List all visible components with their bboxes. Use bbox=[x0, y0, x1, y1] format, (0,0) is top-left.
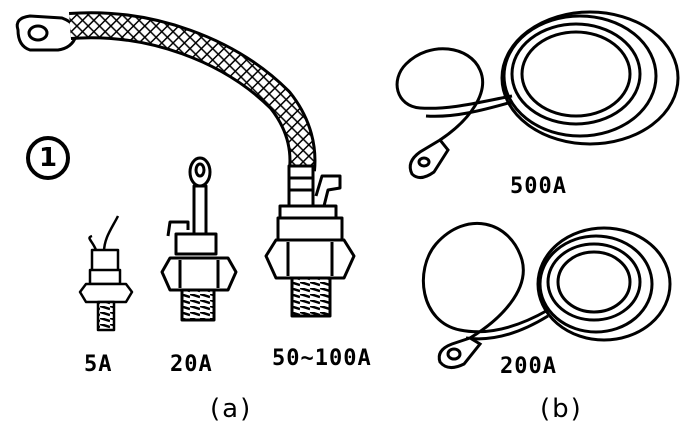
device-500a bbox=[395, 10, 680, 179]
label-5a: 5A bbox=[84, 352, 113, 377]
device-50-100a bbox=[15, 11, 356, 318]
device-5a bbox=[78, 215, 134, 332]
device-200a bbox=[422, 221, 672, 369]
label-500a: 500A bbox=[510, 174, 567, 199]
figure-marker: 1 bbox=[26, 136, 70, 180]
label-20a: 20A bbox=[170, 352, 213, 377]
device-20a bbox=[160, 156, 238, 322]
label-200a: 200A bbox=[500, 354, 557, 379]
caption-b: (b) bbox=[540, 394, 583, 424]
caption-a: (a) bbox=[210, 394, 253, 424]
figure-marker-label: 1 bbox=[38, 143, 58, 173]
label-50-100a: 50~100A bbox=[272, 346, 372, 371]
